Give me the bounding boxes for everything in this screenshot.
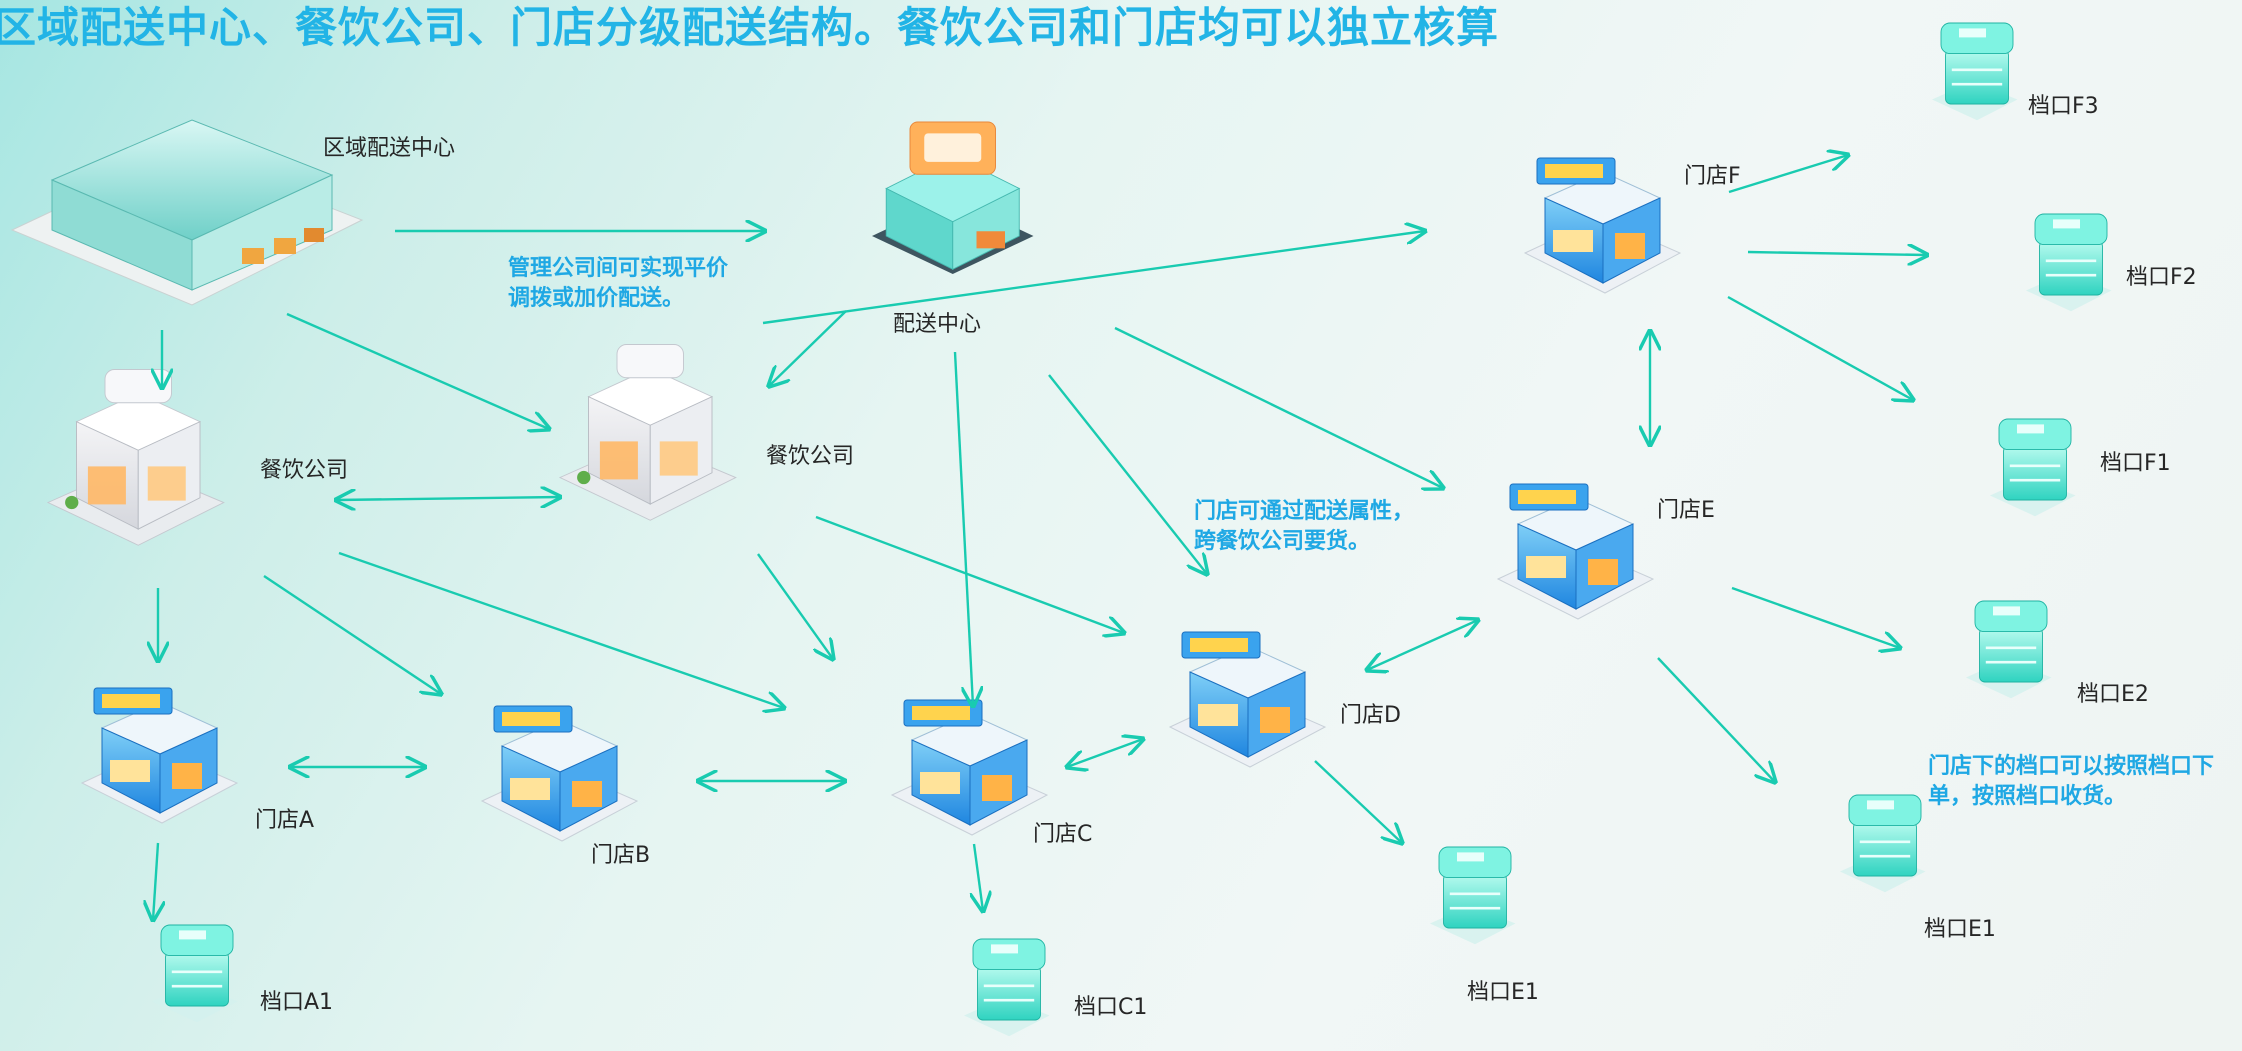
flow-arrow bbox=[1747, 252, 1927, 255]
label-stall-e1-right: 档口E1 bbox=[1924, 917, 1996, 942]
store-icon bbox=[1497, 483, 1654, 620]
store-icon bbox=[81, 687, 238, 824]
flow-arrow bbox=[1048, 374, 1207, 574]
label-store-d: 门店D bbox=[1340, 703, 1401, 728]
label-stall-e2: 档口E2 bbox=[2077, 682, 2149, 707]
label-rdc: 区域配送中心 bbox=[323, 136, 456, 161]
label-store-b: 门店B bbox=[591, 843, 651, 868]
label-dc: 配送中心 bbox=[893, 312, 982, 337]
store-icon bbox=[891, 699, 1048, 836]
restaurant-icon bbox=[559, 344, 737, 521]
flow-arrow bbox=[769, 310, 847, 386]
note-line: 管理公司间可实现平价 bbox=[508, 256, 729, 281]
distribution-center-icon bbox=[871, 121, 1034, 275]
label-company-1: 餐饮公司 bbox=[260, 458, 349, 483]
flow-arrow bbox=[1314, 760, 1402, 843]
warehouse-icon bbox=[11, 119, 363, 306]
note-company-transfer: 管理公司间可实现平价 调拨或加价配送。 bbox=[508, 254, 728, 314]
note-cross-company: 门店可通过配送属性， 跨餐饮公司要货。 bbox=[1194, 497, 1414, 557]
flow-arrow bbox=[1657, 657, 1775, 782]
note-line: 门店下的档口可以按照档口下 bbox=[1928, 754, 2215, 779]
flow-arrow bbox=[1728, 155, 1848, 194]
arrow-group bbox=[153, 155, 1927, 920]
flow-arrow bbox=[286, 312, 549, 429]
bidirectional-arrow bbox=[336, 497, 560, 500]
note-line: 门店可通过配送属性， bbox=[1194, 499, 1415, 524]
restaurant-icon bbox=[47, 369, 225, 546]
bidirectional-arrow bbox=[1367, 620, 1478, 670]
label-store-e: 门店E bbox=[1657, 498, 1715, 523]
stall-icon bbox=[1964, 599, 2053, 700]
flow-arrow bbox=[338, 551, 784, 708]
stall-icon bbox=[1930, 21, 2019, 122]
node-icons bbox=[11, 21, 2113, 1038]
label-store-f: 门店F bbox=[1684, 164, 1741, 189]
note-line: 跨餐饮公司要货。 bbox=[1194, 529, 1371, 554]
flow-arrow bbox=[762, 231, 1425, 325]
note-line: 单，按照档口收货。 bbox=[1928, 784, 2127, 809]
label-store-c: 门店C bbox=[1033, 822, 1093, 847]
label-stall-f1: 档口F1 bbox=[2100, 451, 2171, 476]
flow-arrow bbox=[757, 553, 833, 659]
stall-icon bbox=[1838, 793, 1927, 894]
label-store-a: 门店A bbox=[255, 808, 315, 833]
stall-icon bbox=[150, 923, 239, 1024]
store-icon bbox=[1169, 631, 1326, 768]
flow-arrow bbox=[1727, 295, 1913, 400]
note-stall-order: 门店下的档口可以按照档口下 单，按照档口收货。 bbox=[1928, 752, 2214, 812]
label-stall-a1: 档口A1 bbox=[260, 990, 334, 1015]
store-icon bbox=[1524, 157, 1681, 294]
flow-arrow bbox=[953, 351, 973, 706]
note-line: 调拨或加价配送。 bbox=[508, 286, 685, 311]
label-stall-f3: 档口F3 bbox=[2028, 94, 2099, 119]
label-stall-f2: 档口F2 bbox=[2126, 265, 2197, 290]
stall-icon bbox=[1988, 417, 2077, 518]
flow-arrow bbox=[815, 515, 1124, 633]
page-title: 区域配送中心、餐饮公司、门店分级配送结构。餐饮公司和门店均可以独立核算 bbox=[0, 3, 1500, 52]
flow-arrow bbox=[263, 575, 441, 694]
flow-arrow bbox=[974, 843, 983, 911]
store-icon bbox=[481, 705, 638, 842]
bidirectional-arrow bbox=[1067, 739, 1143, 767]
stall-icon bbox=[2024, 212, 2113, 313]
label-company-2: 餐饮公司 bbox=[766, 444, 855, 469]
label-stall-e1-left: 档口E1 bbox=[1467, 980, 1539, 1005]
stall-icon bbox=[1428, 845, 1517, 946]
flow-arrow bbox=[1731, 586, 1900, 648]
flow-arrow bbox=[153, 842, 158, 920]
flow-arrow bbox=[1114, 326, 1443, 488]
label-stall-c1: 档口C1 bbox=[1074, 995, 1148, 1020]
stall-icon bbox=[962, 937, 1051, 1038]
